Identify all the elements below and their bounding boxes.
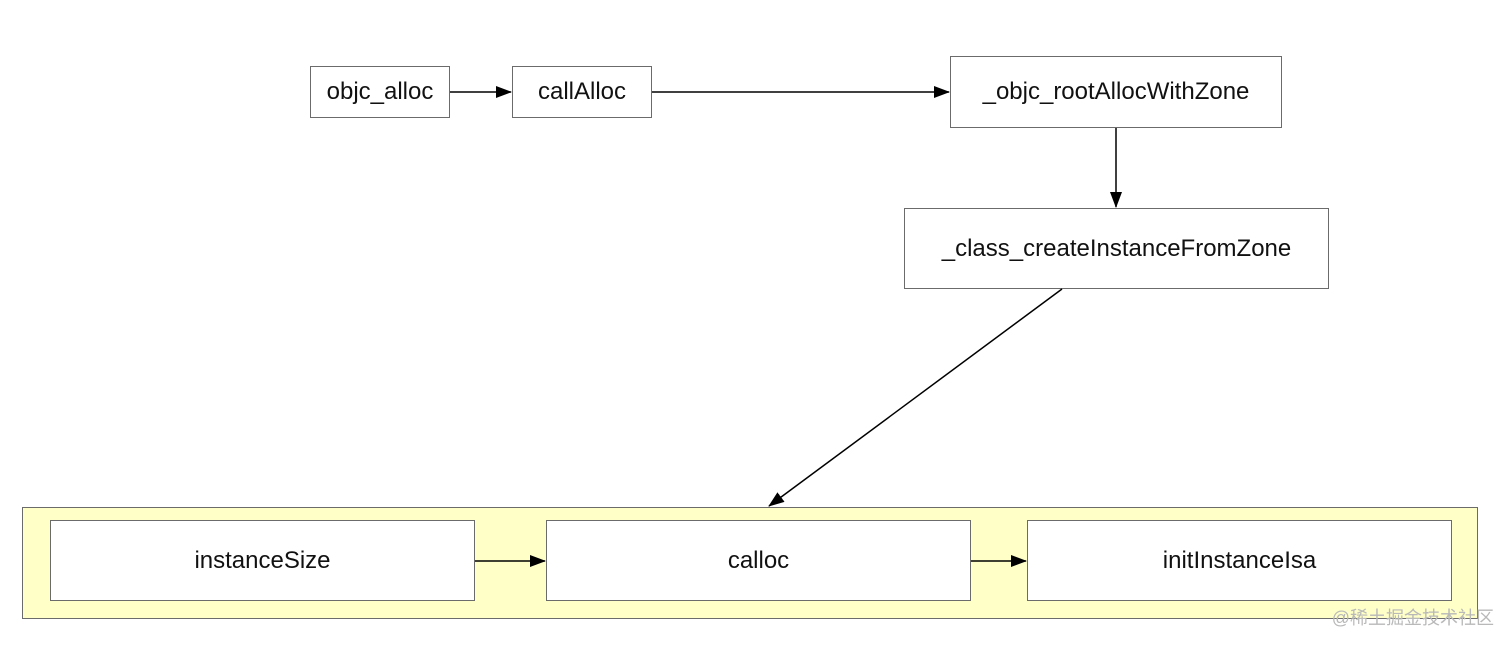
- edge-create-instance-to-group: [768, 288, 1063, 507]
- node-calloc: calloc: [546, 520, 971, 601]
- node-objc-alloc: objc_alloc: [310, 66, 450, 118]
- node-call-alloc: callAlloc: [512, 66, 652, 118]
- node-objc-root-alloc-with-zone: _objc_rootAllocWithZone: [950, 56, 1282, 128]
- watermark-text: @稀土掘金技术社区: [1331, 608, 1494, 628]
- node-class-create-instance-from-zone: _class_createInstanceFromZone: [904, 208, 1329, 289]
- node-instance-size: instanceSize: [50, 520, 475, 601]
- node-init-instance-isa: initInstanceIsa: [1027, 520, 1452, 601]
